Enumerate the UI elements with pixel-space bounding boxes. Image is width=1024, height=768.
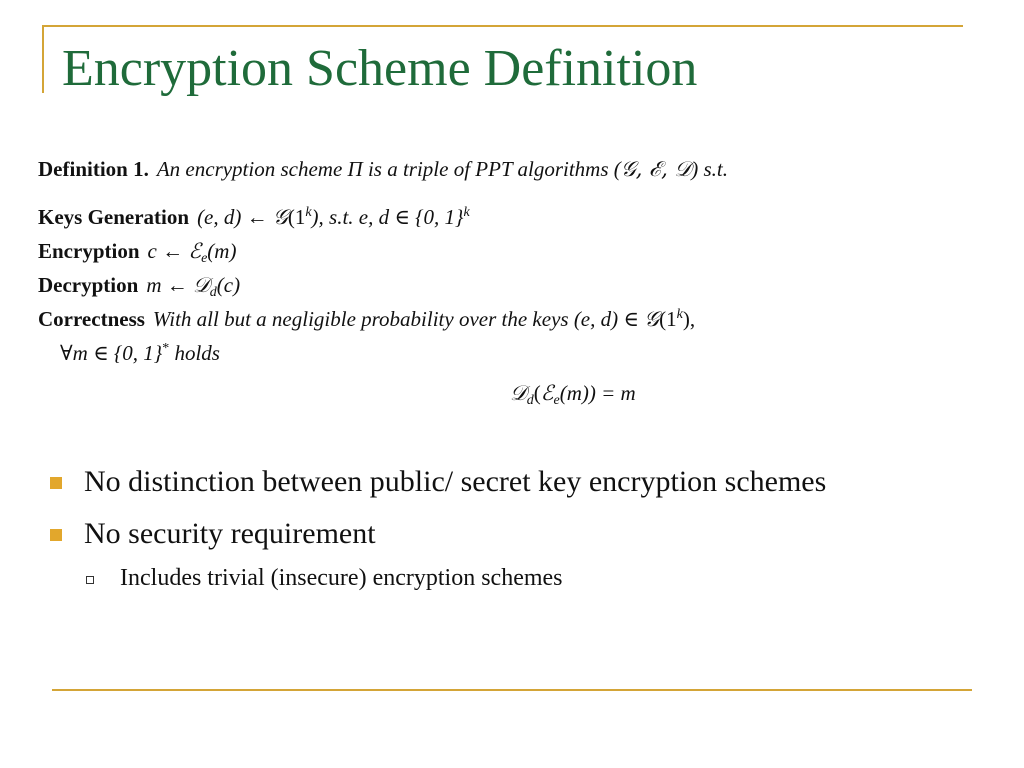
- correctness-line2-b: holds: [169, 341, 220, 365]
- correctness-label: Correctness: [38, 307, 145, 331]
- correctness-line2-star: *: [162, 341, 170, 356]
- bottom-rule: [52, 689, 972, 691]
- definition-block: Definition 1. An encryption scheme Π is a…: [38, 152, 988, 410]
- bullet-list: No distinction between public/ secret ke…: [48, 460, 948, 596]
- correctness-text-a: With all but a negligible probability ov…: [152, 307, 645, 331]
- correctness-text-k: k: [676, 307, 683, 322]
- decryption-formula-b: (c): [216, 273, 241, 297]
- keygen-formula-k: k: [305, 205, 312, 220]
- keygen-formula-c: ), s.t. e, d ∈ {0, 1}: [311, 205, 464, 229]
- equation-d-sub: d: [526, 393, 534, 408]
- equation-d: 𝒟: [510, 381, 527, 405]
- keygen-formula-b: (1: [287, 205, 306, 229]
- square-bullet-icon: [50, 477, 62, 489]
- encryption-formula-a: c ←: [147, 239, 189, 263]
- equation-e: ℰ: [540, 381, 554, 405]
- correctness-equation: 𝒟d(ℰe(m)) = m: [38, 376, 988, 410]
- hollow-square-bullet-icon: [86, 576, 94, 584]
- keygen-line: Keys Generation(e, d) ← 𝒢(1k), s.t. e, d…: [38, 200, 988, 234]
- keygen-formula-a: (e, d) ←: [197, 205, 273, 229]
- definition-intro-algs: 𝒢, ℰ, 𝒟: [620, 157, 692, 181]
- decryption-formula-sub: d: [209, 285, 217, 300]
- equation-open: (: [533, 381, 541, 405]
- definition-intro-pi: Π: [347, 157, 363, 181]
- square-bullet-icon: [50, 529, 62, 541]
- equation-e-sub: e: [553, 393, 560, 408]
- bullet-item: No distinction between public/ secret ke…: [48, 460, 948, 504]
- decryption-label: Decryption: [38, 273, 139, 297]
- encryption-label: Encryption: [38, 239, 140, 263]
- encryption-formula-sub: e: [201, 251, 208, 266]
- decryption-formula-a: m ←: [146, 273, 193, 297]
- bullet-item: No security requirement: [48, 512, 948, 556]
- slide-title: Encryption Scheme Definition: [62, 40, 698, 97]
- sub-bullet-item: Includes trivial (insecure) encryption s…: [48, 560, 948, 596]
- bullet-text: No security requirement: [84, 517, 376, 550]
- equation-rest: (m)) = m: [559, 381, 636, 405]
- correctness-line-2: ∀m ∈ {0, 1}* holds: [38, 336, 988, 370]
- bullet-text: No distinction between public/ secret ke…: [84, 465, 827, 498]
- correctness-line: Correctness With all but a negligible pro…: [38, 302, 988, 336]
- keygen-formula-k2: k: [463, 205, 470, 220]
- decryption-formula-d: 𝒟: [193, 273, 210, 297]
- sub-bullet-text: Includes trivial (insecure) encryption s…: [120, 565, 563, 591]
- keygen-label: Keys Generation: [38, 205, 190, 229]
- definition-intro-suffix: ) s.t.: [691, 157, 728, 181]
- correctness-text-g: 𝒢: [644, 307, 660, 331]
- top-rule: [42, 25, 963, 27]
- definition-heading: Definition 1.: [38, 157, 149, 181]
- encryption-formula-e: ℰ: [188, 239, 202, 263]
- definition-intro-mid: is a triple of PPT algorithms (: [362, 157, 621, 181]
- encryption-line: Encryption c ← ℰe(m): [38, 234, 988, 268]
- correctness-text-b: (1: [659, 307, 677, 331]
- decryption-line: Decryption m ← 𝒟d(c): [38, 268, 988, 302]
- correctness-line2-a: ∀m ∈ {0, 1}: [60, 341, 163, 365]
- keygen-formula-g: 𝒢: [272, 205, 288, 229]
- definition-intro: Definition 1. An encryption scheme Π is a…: [38, 152, 988, 186]
- definition-intro-prefix: An encryption scheme: [156, 157, 348, 181]
- left-rule: [42, 25, 44, 93]
- encryption-formula-b: (m): [207, 239, 237, 263]
- correctness-text-c: ),: [682, 307, 696, 331]
